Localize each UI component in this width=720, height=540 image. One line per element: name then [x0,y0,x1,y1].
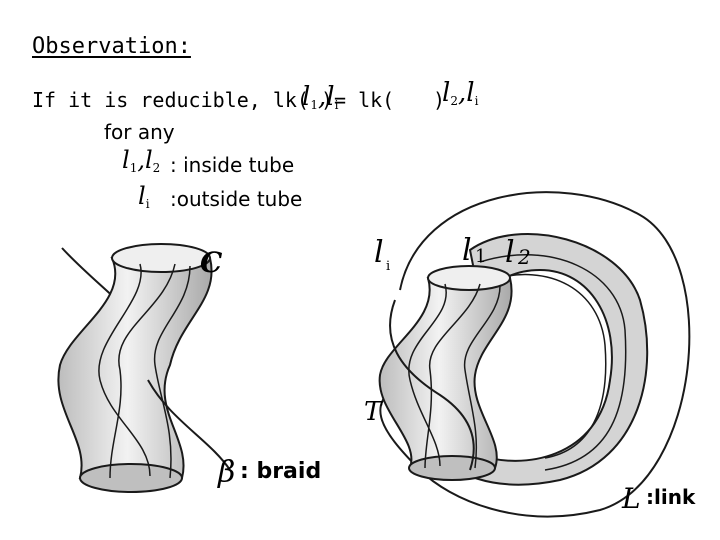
right-crossing-strand [389,299,475,471]
statement-arg2-comma: , [457,78,467,108]
left-braid-tube [57,243,231,493]
right-braid-strand-3 [463,285,501,469]
statement-close1: ) [321,88,334,112]
label-l1: l 1 [462,233,486,268]
braid-symbol: β [217,455,235,490]
svg-text:i: i [386,259,390,274]
left-tube-top [111,243,211,273]
curve-c-label: C [200,246,223,279]
page-title: Observation: [32,34,191,59]
braid-legend: β : braid [217,455,321,490]
left-outer-strand-lower [147,379,231,471]
left-tube-body [57,257,213,479]
statement-arg1-li: li [326,82,339,112]
right-link-figure [378,191,691,518]
statement-arg1: l1,li [302,82,338,112]
statement-arg2-li: li [466,78,479,108]
statement-arg1-comma: , [317,82,327,112]
left-braid-strand-1 [98,263,151,477]
right-tube-bottom [408,455,496,481]
inner-loop-l1 [479,254,627,471]
curve-t-label: T [364,397,383,427]
link-symbol: L [621,482,641,515]
legend-inside-symbols: l1,l2 [122,146,161,175]
legend-outside-text: :outside tube [170,187,303,211]
left-braid-strand-2 [109,263,176,479]
label-l2: l 2 [505,235,531,270]
link-legend: L :link [621,482,696,515]
statement-close2: ) [433,88,446,112]
reducible-statement-prefix: If it is reducible, lk( [32,88,309,112]
svg-text:l: l [505,235,515,270]
legend-outside-symbol: li [138,182,150,211]
statement-arg2: l2,li [442,78,478,108]
inner-loop-l2 [489,273,607,459]
svg-text:1: 1 [475,246,486,267]
outer-loop-li [379,191,691,518]
label-li: l i [374,235,390,274]
left-braid-strand-3 [153,265,191,479]
left-tube-bottom [79,463,183,493]
svg-text:2: 2 [517,245,531,269]
right-tube-top [427,265,511,291]
right-tube-body [378,277,513,469]
link-text: :link [646,485,696,509]
right-braid-strand-2 [424,283,481,469]
statement-arg1-l1: l1 [302,82,318,112]
braid-text: : braid [240,459,321,484]
svg-text:l: l [374,235,384,270]
right-braid-strand-1 [408,283,447,467]
legend-inside-text: : inside tube [170,153,295,177]
statement-arg2-l2: l2 [442,78,458,108]
statement-equals: = lk( [334,88,395,112]
svg-text:l: l [462,233,472,268]
for-any-text: for any [104,120,175,144]
